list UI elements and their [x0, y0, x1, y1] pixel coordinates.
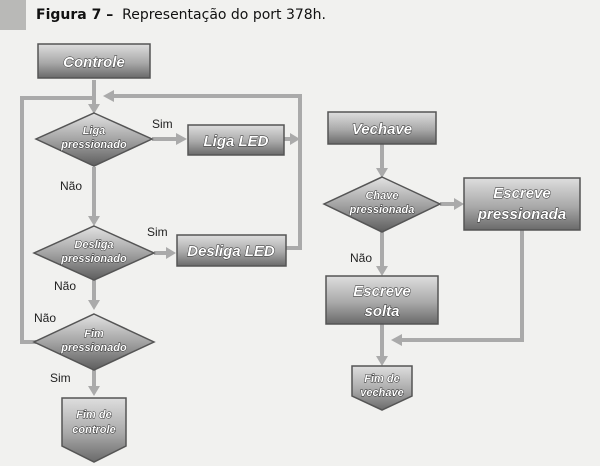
arrowhead: [376, 356, 388, 366]
process-desliga-led-label: Desliga LED: [187, 243, 275, 260]
terminal-vechave: Vechave: [327, 111, 437, 145]
label-nao-fim: Não: [34, 311, 56, 325]
label-nao-desliga: Não: [54, 279, 76, 293]
process-escreve-pressionada: Escreve pressionada: [463, 177, 581, 231]
terminal-fim-de-vechave: Fim de vechave: [351, 365, 413, 411]
decision-chave-line2: pressionada: [349, 204, 415, 216]
caption-text: Representação do port 378h.: [122, 7, 327, 23]
arrowhead: [88, 300, 100, 310]
arrowhead: [176, 133, 187, 145]
right-connectors: [376, 144, 524, 366]
label-nao-chave: Não: [350, 251, 372, 265]
arrowhead: [88, 104, 100, 114]
arrowhead: [88, 386, 100, 396]
decision-fim-line1: Fim: [84, 328, 104, 340]
arrowhead: [376, 266, 388, 276]
decision-desliga-line1: Desliga: [74, 239, 113, 251]
caption-label: Figura 7 – Representação do port 378h.: [36, 7, 326, 23]
process-escreve-solta: Escreve solta: [325, 275, 439, 325]
process-escreve-pressionada-line2: pressionada: [477, 206, 566, 223]
process-desliga-led: Desliga LED: [176, 234, 287, 267]
arrowhead: [103, 90, 114, 102]
arrowhead: [391, 334, 402, 346]
caption-figure-number: Figura 7 –: [36, 7, 114, 23]
decision-chave-line1: Chave: [365, 190, 398, 202]
conn-press-merge: [400, 230, 524, 342]
label-sim-liga: Sim: [152, 117, 173, 131]
process-liga-led: Liga LED: [187, 124, 285, 156]
arrowhead: [88, 216, 100, 226]
process-escreve-pressionada-line1: Escreve: [493, 185, 551, 202]
decision-chave: Chave pressionada: [322, 176, 442, 233]
label-sim-desliga: Sim: [147, 225, 168, 239]
terminal-controle-label: Controle: [63, 54, 125, 71]
conn-d3-loop: [20, 96, 92, 344]
terminal-fim-de-vechave-line1: Fim de: [364, 373, 399, 385]
decision-liga: Liga pressionado: [34, 112, 154, 167]
process-escreve-solta-line1: Escreve: [353, 283, 411, 300]
process-liga-led-label: Liga LED: [203, 133, 268, 150]
terminal-fim-de-controle-line1: Fim de: [76, 409, 111, 421]
decision-liga-line1: Liga: [83, 125, 106, 137]
arrowhead: [376, 168, 388, 178]
left-connectors: [20, 80, 302, 396]
figure-caption: Figura 7 – Representação do port 378h.: [0, 0, 600, 30]
caption-tab: [0, 0, 26, 30]
terminal-vechave-label: Vechave: [352, 121, 412, 138]
conn-p2-loop: [112, 94, 302, 250]
label-nao-liga: Não: [60, 179, 82, 193]
terminal-fim-de-vechave-line2: vechave: [360, 387, 403, 399]
arrowhead: [166, 247, 176, 259]
label-sim-fim: Sim: [50, 371, 71, 385]
terminal-fim-de-controle-line2: controle: [72, 424, 115, 436]
decision-fim-line2: pressionado: [60, 342, 127, 354]
decision-liga-line2: pressionado: [60, 139, 127, 151]
decision-desliga-line2: pressionado: [60, 253, 127, 265]
arrowhead: [454, 198, 464, 210]
decision-fim: Fim pressionado: [32, 313, 156, 371]
decision-desliga: Desliga pressionado: [32, 225, 156, 281]
arrowhead: [290, 133, 300, 145]
process-escreve-solta-line2: solta: [364, 303, 399, 320]
terminal-fim-de-controle: Fim de controle: [61, 397, 127, 463]
terminal-controle: Controle: [37, 43, 151, 79]
